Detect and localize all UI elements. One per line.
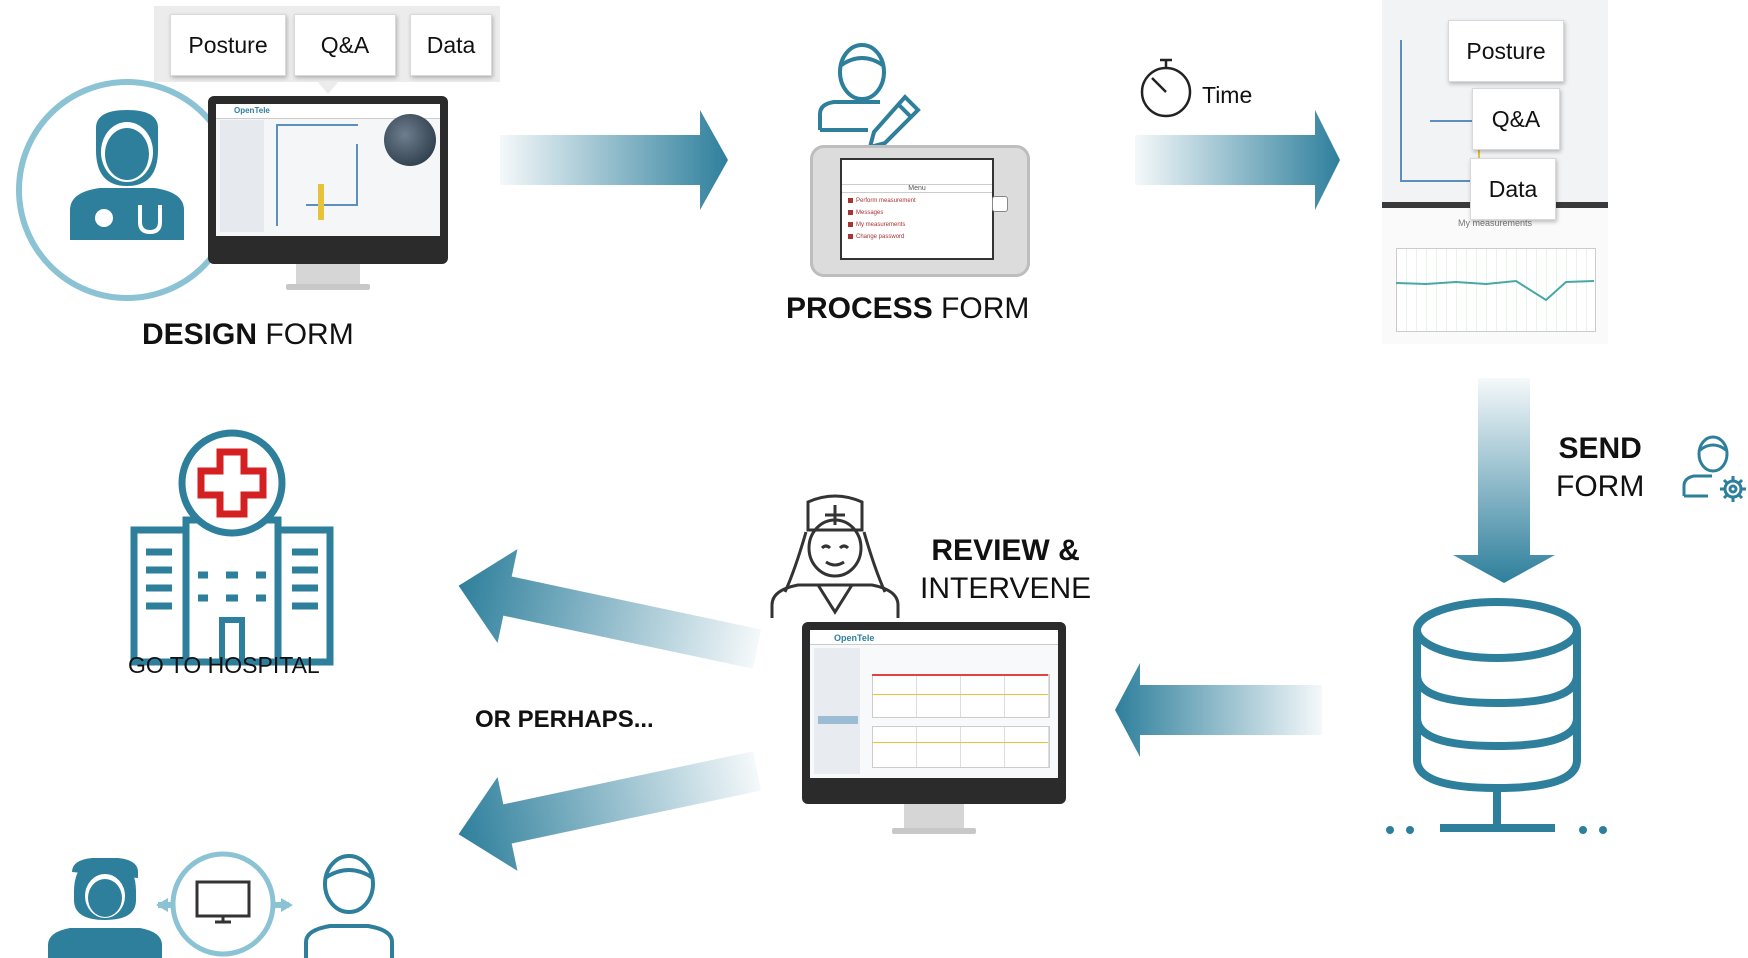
review-caption-bold: REVIEW & — [931, 534, 1080, 567]
tablet-menu-item[interactable]: Messages — [856, 210, 884, 216]
patient-pencil-icon — [818, 43, 921, 150]
arrow-forms-to-database — [1453, 378, 1555, 583]
tablet-menu-item[interactable]: Change password — [856, 234, 905, 240]
arrow-process-to-forms — [1135, 110, 1340, 210]
callout-pointer — [318, 82, 338, 94]
send-form-caption: SEND FORM — [1556, 430, 1644, 506]
form-stack-tab-posture[interactable]: Posture — [1448, 20, 1564, 82]
stopwatch-icon — [1140, 58, 1192, 118]
review-app-name: OpenTele — [834, 633, 875, 643]
design-tab-data[interactable]: Data — [410, 14, 492, 76]
tablet-menu-title: Menu — [842, 184, 992, 193]
form-stack-screen-title: My measurements — [1457, 218, 1533, 228]
design-tab-qa[interactable]: Q&A — [294, 14, 396, 76]
design-caption-bold: DESIGN — [142, 318, 258, 351]
review-monitor-screen: OpenTele — [810, 630, 1058, 778]
send-caption-rest: FORM — [1556, 470, 1645, 503]
database-icon — [1413, 598, 1581, 832]
form-stack-tab-qa[interactable]: Q&A — [1472, 88, 1560, 150]
hospital-icon — [130, 429, 334, 666]
form-stack-chart-line — [1396, 279, 1594, 302]
operator-gear-icon — [1682, 435, 1746, 502]
tablet-menu-item[interactable]: My measurements — [856, 222, 906, 228]
or-perhaps-label: OR PERHAPS... — [475, 706, 654, 733]
time-label: Time — [1202, 82, 1253, 108]
process-caption-rest: FORM — [932, 292, 1030, 325]
design-tab-posture[interactable]: Posture — [170, 14, 286, 76]
doctor-circle-icon — [16, 79, 238, 301]
send-caption-bold: SEND — [1558, 432, 1642, 465]
tablet-home-button — [992, 196, 1008, 212]
review-monitor-stand — [904, 804, 964, 830]
review-monitor-base — [892, 828, 976, 834]
process-form-caption: PROCESS FORM — [786, 292, 1029, 326]
tablet-menu-item[interactable]: Perform measurement — [856, 198, 916, 204]
arrow-design-to-process — [500, 110, 728, 210]
review-caption-rest: INTERVENE — [920, 572, 1092, 605]
review-caption: REVIEW & INTERVENE — [920, 532, 1091, 608]
database-dots — [1386, 826, 1607, 834]
design-monitor-stand — [296, 264, 360, 286]
hospital-label: GO TO HOSPITAL — [128, 652, 320, 678]
arrow-database-to-review — [1115, 663, 1322, 757]
design-monitor-base — [286, 284, 370, 290]
design-monitor-screen: OpenTele — [216, 104, 440, 236]
remote-consult-icon — [48, 851, 394, 958]
design-form-caption: DESIGN FORM — [142, 318, 354, 352]
arrow-review-to-remote — [458, 751, 762, 871]
design-caption-rest: FORM — [257, 318, 354, 351]
form-stack-screen: My measurements — [1382, 202, 1608, 344]
process-caption-bold: PROCESS — [786, 292, 933, 325]
design-app-name: OpenTele — [234, 106, 270, 115]
form-stack-tab-data[interactable]: Data — [1470, 158, 1556, 220]
nurse-icon — [770, 494, 900, 618]
process-tablet-screen: Menu Perform measurement Messages My mea… — [840, 158, 994, 260]
arrow-review-to-hospital — [458, 549, 762, 669]
